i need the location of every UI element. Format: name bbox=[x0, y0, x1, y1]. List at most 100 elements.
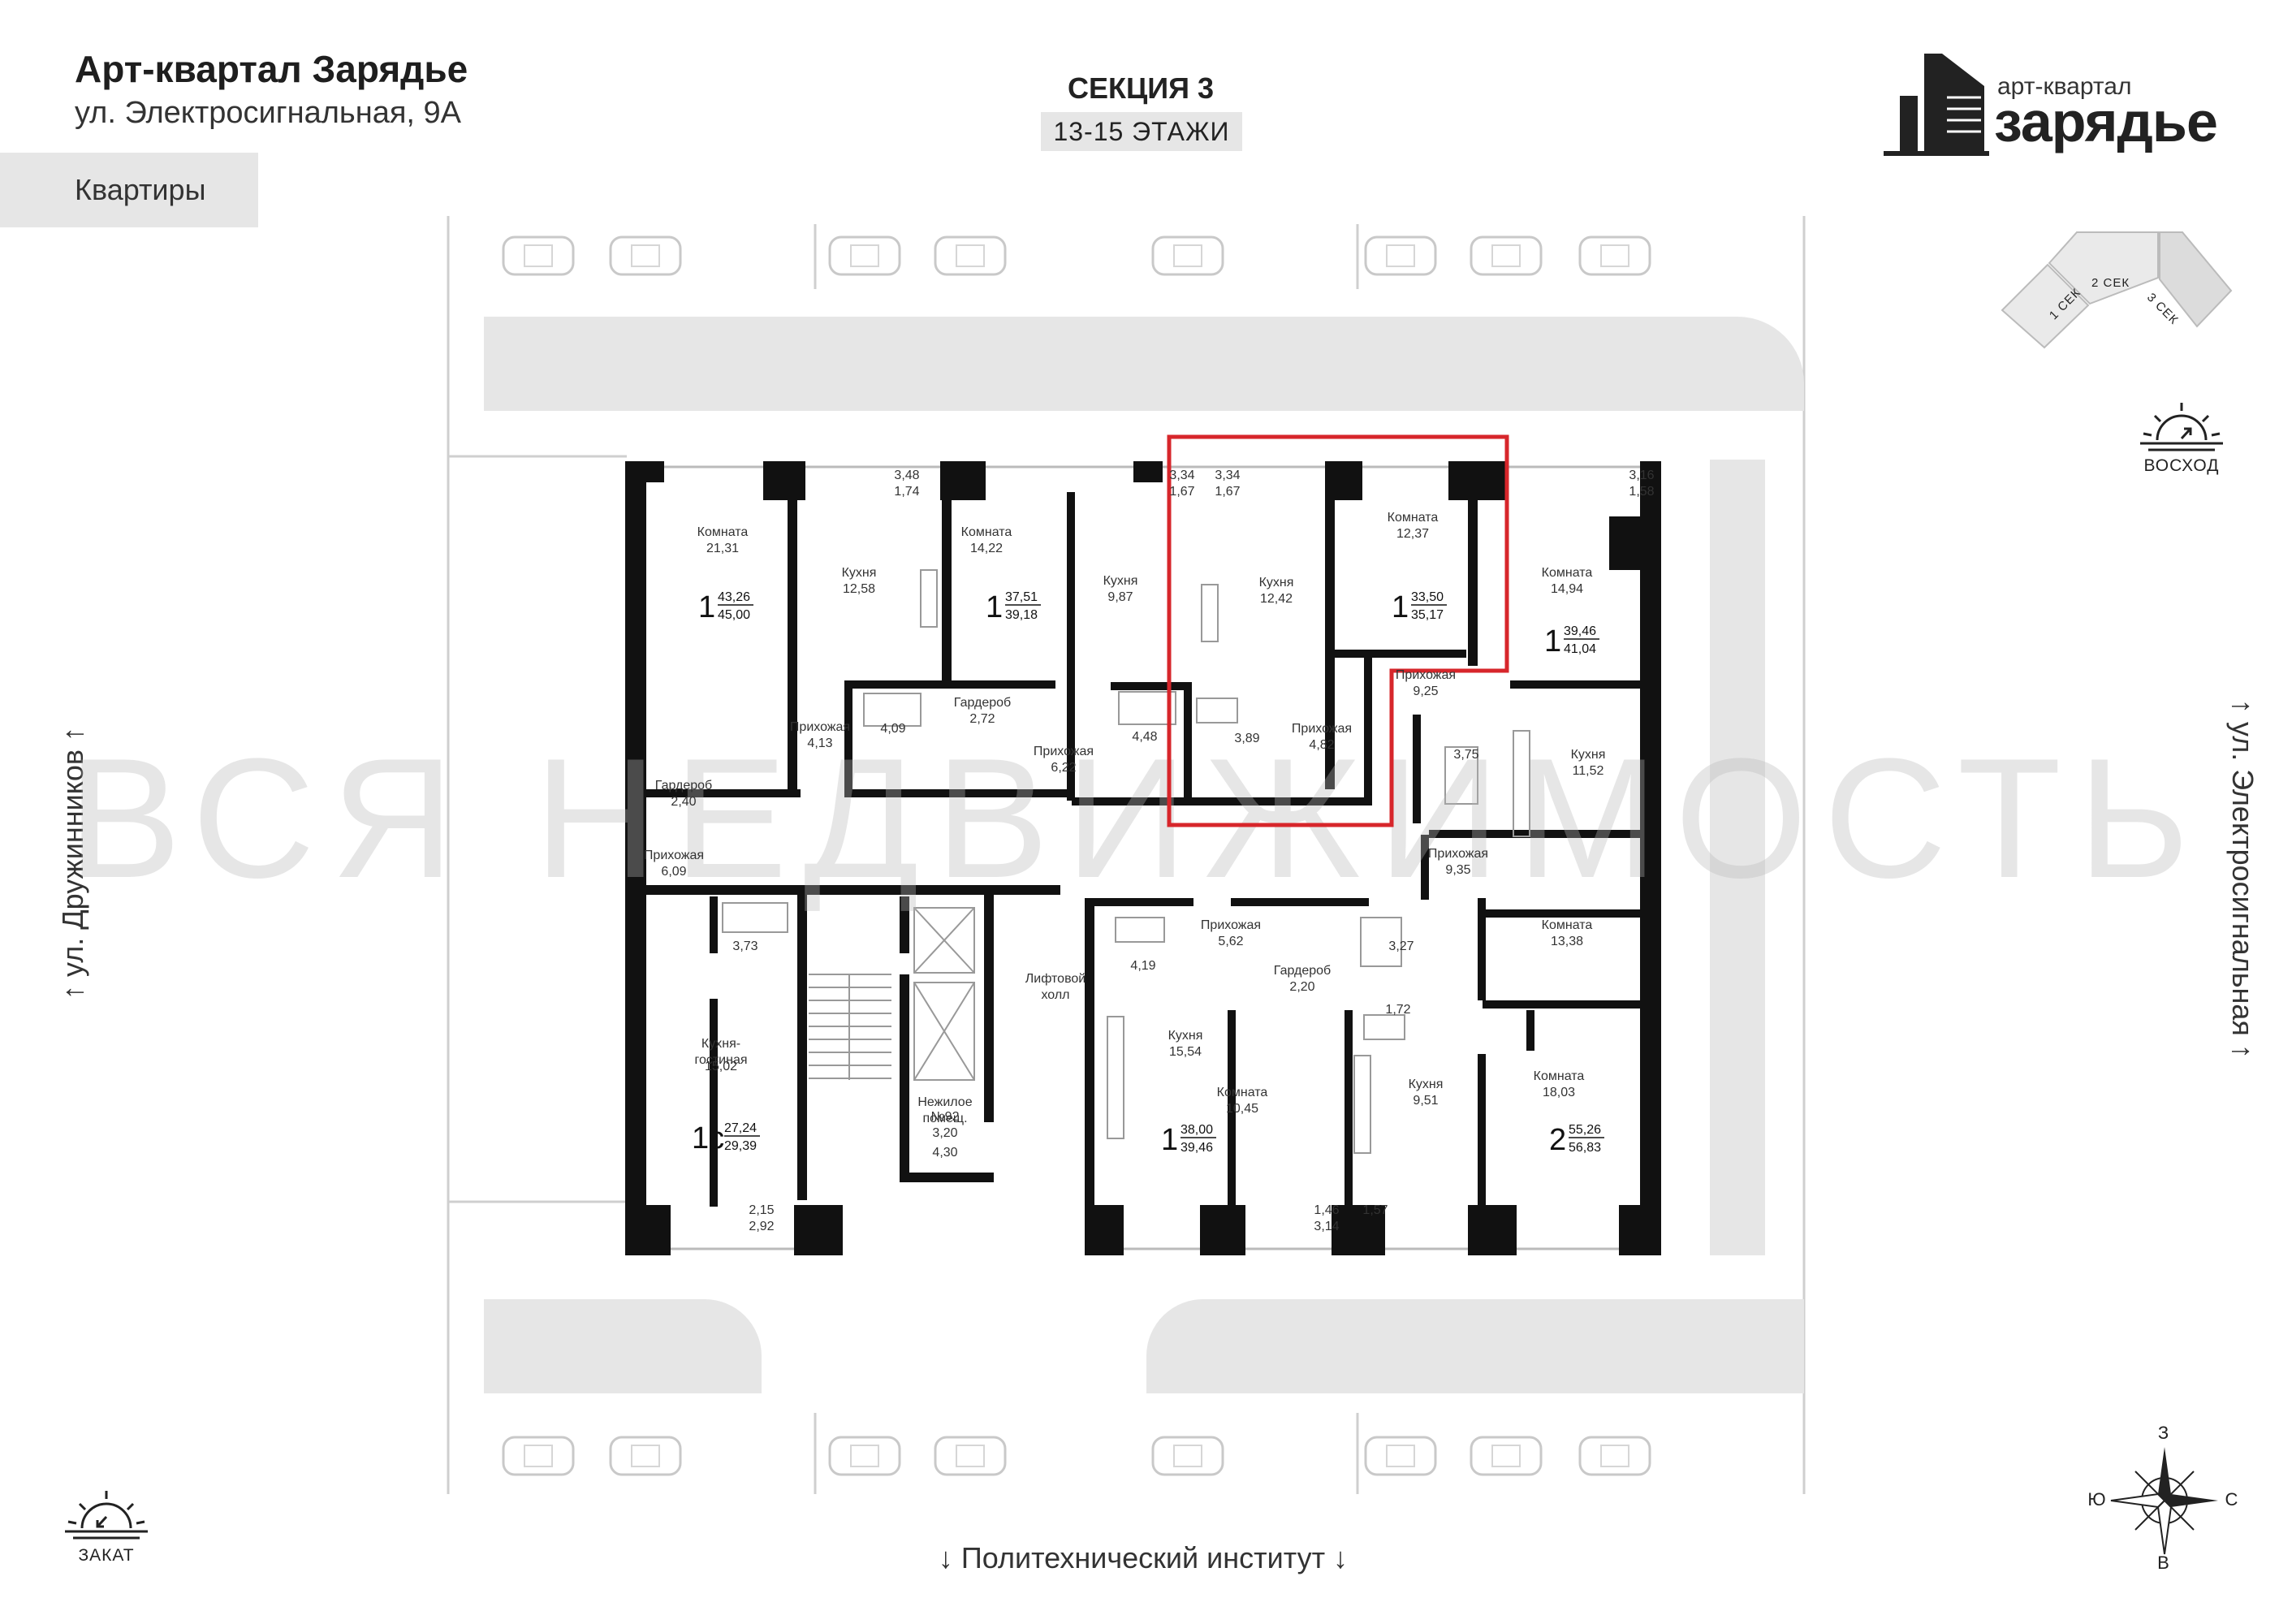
room-label: 4,48 bbox=[1132, 730, 1157, 744]
svg-text:6,09: 6,09 bbox=[661, 865, 686, 879]
svg-text:1,72: 1,72 bbox=[1385, 1003, 1410, 1017]
stairs-and-lifts bbox=[809, 907, 975, 1081]
svg-text:5,62: 5,62 bbox=[1218, 935, 1243, 948]
svg-text:1: 1 bbox=[1544, 624, 1561, 659]
room-label: 3,34 bbox=[1169, 469, 1194, 482]
room-label: 3,14 bbox=[1314, 1220, 1339, 1233]
svg-text:1,46: 1,46 bbox=[1314, 1203, 1339, 1217]
room-labels: Комната21,31Кухня12,583,481,74Комната14,… bbox=[644, 469, 1655, 1233]
svg-text:9,35: 9,35 bbox=[1445, 863, 1470, 877]
svg-text:1,58: 1,58 bbox=[1629, 485, 1654, 499]
svg-text:Кухня: Кухня bbox=[1168, 1029, 1203, 1043]
room-label: 4,19 bbox=[1130, 959, 1155, 973]
svg-text:Комната: Комната bbox=[1542, 566, 1593, 580]
svg-text:Прихожая: Прихожая bbox=[790, 720, 850, 734]
tab-apartments[interactable]: Квартиры bbox=[0, 153, 258, 227]
project-address: ул. Электросигнальная, 9А bbox=[75, 96, 462, 130]
car-icon bbox=[828, 235, 901, 276]
svg-text:4,09: 4,09 bbox=[880, 722, 905, 736]
car-icon bbox=[609, 235, 682, 276]
room-label: 1,57 bbox=[1362, 1203, 1388, 1217]
room-label: Прихожая 9,35 bbox=[1428, 847, 1488, 877]
car-icon bbox=[609, 1436, 682, 1476]
room-label: 1,58 bbox=[1629, 485, 1654, 499]
car-icon bbox=[1470, 1436, 1543, 1476]
svg-text:6,22: 6,22 bbox=[1051, 761, 1076, 775]
sunrise-label: ВОСХОД bbox=[2143, 456, 2220, 475]
svg-text:№92: №92 bbox=[931, 1110, 960, 1124]
svg-text:3,73: 3,73 bbox=[732, 939, 758, 953]
section-title: СЕКЦИЯ 3 bbox=[1067, 71, 1215, 105]
car-icon bbox=[934, 1436, 1007, 1476]
room-label: Кухня 15,54 bbox=[1168, 1029, 1203, 1059]
room-label: 2,92 bbox=[749, 1220, 774, 1233]
road-areas bbox=[484, 317, 1804, 1393]
sunrise-icon bbox=[2140, 403, 2223, 451]
car-icon bbox=[1151, 1436, 1224, 1476]
svg-text:Комната: Комната bbox=[1388, 511, 1439, 525]
room-label: 3,73 bbox=[732, 939, 758, 953]
svg-text:2,20: 2,20 bbox=[1289, 980, 1314, 994]
svg-text:15,02: 15,02 bbox=[705, 1060, 737, 1073]
highlighted-apartment-outline[interactable] bbox=[1167, 434, 1509, 827]
svg-text:4,30: 4,30 bbox=[932, 1146, 957, 1160]
svg-text:1,67: 1,67 bbox=[1169, 485, 1194, 499]
svg-text:14,22: 14,22 bbox=[970, 542, 1003, 555]
svg-text:3,75: 3,75 bbox=[1453, 748, 1478, 762]
svg-text:Прихожая: Прихожая bbox=[1428, 847, 1488, 861]
svg-text:13,38: 13,38 bbox=[1551, 935, 1583, 948]
svg-text:9,51: 9,51 bbox=[1413, 1094, 1438, 1108]
logo-big-text: зарядье bbox=[1994, 90, 2218, 153]
svg-text:Лифтовой: Лифтовой bbox=[1025, 972, 1086, 986]
room-label: 3,75 bbox=[1453, 748, 1478, 762]
car-icon bbox=[1364, 235, 1437, 276]
room-label: 3,16 bbox=[1629, 469, 1654, 482]
room-label: 1,74 bbox=[894, 485, 919, 499]
room-label: 3,48 bbox=[894, 469, 919, 482]
room-label: №92 3,20 bbox=[931, 1110, 960, 1140]
svg-text:Нежилое: Нежилое bbox=[917, 1095, 972, 1109]
svg-text:39,18: 39,18 bbox=[1005, 608, 1038, 622]
svg-text:14,94: 14,94 bbox=[1551, 582, 1583, 596]
svg-text:Кухня: Кухня bbox=[1571, 748, 1606, 762]
logo-building-icon bbox=[1884, 54, 1989, 156]
svg-text:39,46: 39,46 bbox=[1181, 1141, 1213, 1155]
svg-text:3,16: 3,16 bbox=[1629, 469, 1654, 482]
svg-text:21,31: 21,31 bbox=[706, 542, 739, 555]
svg-text:56,83: 56,83 bbox=[1569, 1141, 1601, 1155]
car-icon bbox=[1578, 235, 1651, 276]
svg-text:15,54: 15,54 bbox=[1169, 1045, 1202, 1059]
section-minimap bbox=[2001, 231, 2233, 349]
svg-text:27,24: 27,24 bbox=[724, 1121, 757, 1135]
car-icon bbox=[1578, 1436, 1651, 1476]
compass-top-label: З bbox=[2157, 1423, 2170, 1443]
svg-text:11,52: 11,52 bbox=[1573, 764, 1604, 778]
svg-text:1,74: 1,74 bbox=[894, 485, 919, 499]
minimap-label-2: 2 СЕК bbox=[2091, 276, 2130, 290]
room-label: Комната 14,94 bbox=[1542, 566, 1593, 596]
svg-text:4,19: 4,19 bbox=[1130, 959, 1155, 973]
svg-text:38,00: 38,00 bbox=[1181, 1123, 1213, 1137]
svg-text:3,20: 3,20 bbox=[932, 1126, 957, 1140]
compass-left-label: Ю bbox=[2087, 1489, 2107, 1510]
svg-text:Кухня-: Кухня- bbox=[701, 1037, 740, 1051]
svg-text:Прихожая: Прихожая bbox=[1396, 668, 1456, 682]
room-label: 4,09 bbox=[880, 722, 905, 736]
